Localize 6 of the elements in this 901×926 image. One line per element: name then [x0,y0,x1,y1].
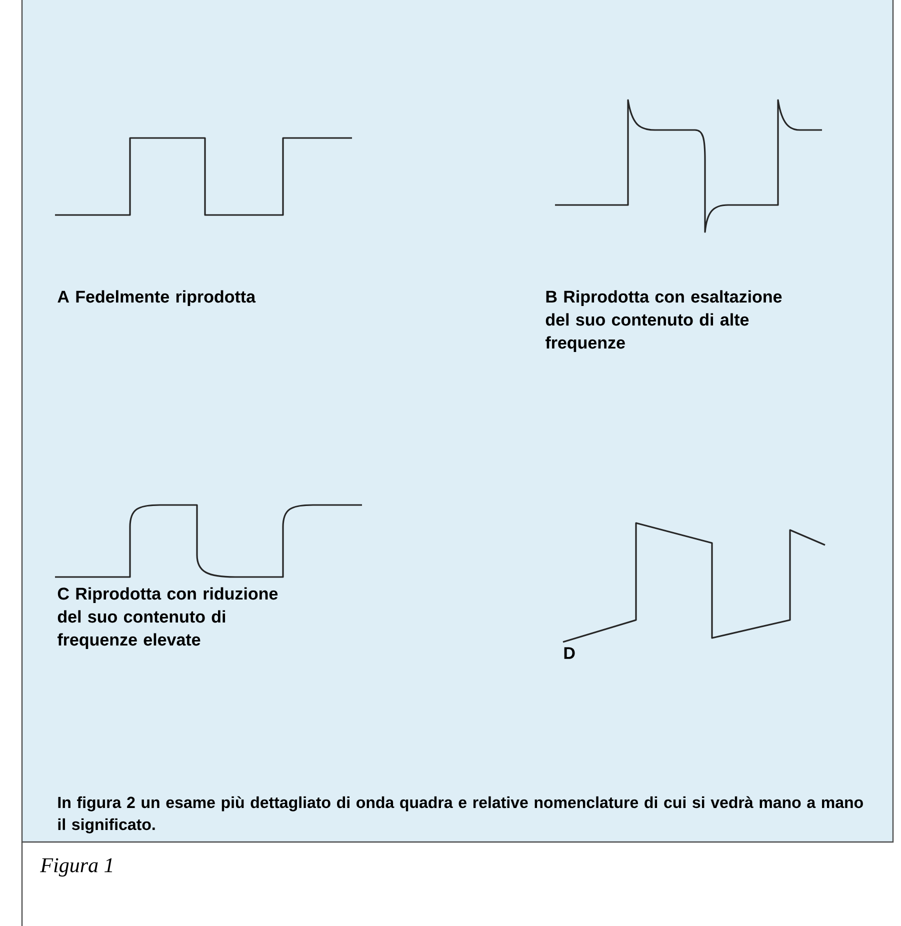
figure-label: A Fedelmente riprodotta [58,290,256,306]
figure-label: D [564,647,575,659]
figure-title: Figura 1 [40,858,112,877]
figure-label: B Riprodotta con esaltazione del suo contenuto di alte frequenze [546,290,782,352]
figure-label: C Riprodotta con riduzione del suo contenuto di frequenze elevate [58,587,278,650]
caption-text: In figura 2 un esame più dettagliato di onda quadra e relative nomenclature di cui si vedrà mano a mano il significato. [58,796,863,834]
